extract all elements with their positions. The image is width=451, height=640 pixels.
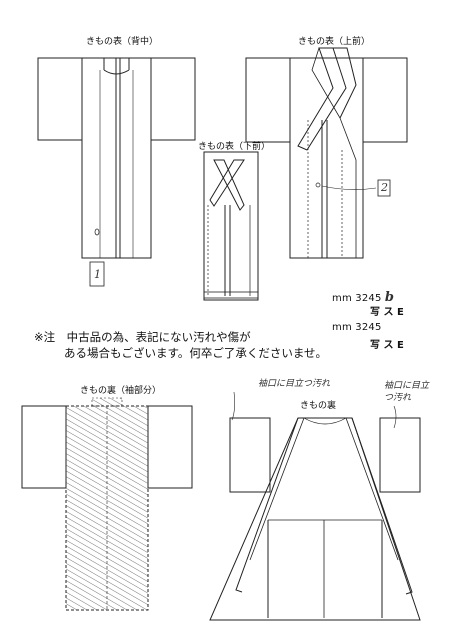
photo-code-1-number: mm 3245 bbox=[332, 293, 382, 304]
mark-box-2 bbox=[377, 179, 391, 197]
collar bbox=[213, 159, 245, 211]
okumi-edge bbox=[339, 117, 357, 258]
body-outline bbox=[289, 57, 364, 259]
handwritten-right-sleeve: 袖口に目立つ汚れ bbox=[384, 381, 430, 403]
photo-label-2: 写 ス E bbox=[370, 340, 404, 351]
label-front-upper: きもの表（上前） bbox=[298, 37, 371, 47]
kimono-lining-view bbox=[209, 391, 421, 621]
label-front-back: きもの表（背中） bbox=[86, 37, 159, 47]
photo-code-1-suffix: b bbox=[384, 290, 395, 305]
collar-hatch bbox=[91, 397, 123, 407]
kimono-front-upper-view bbox=[245, 47, 408, 259]
mark-1-label: 1 bbox=[94, 268, 101, 281]
body-outline bbox=[81, 57, 152, 259]
right-sleeve bbox=[150, 57, 196, 141]
hem bbox=[203, 291, 259, 299]
left-sleeve bbox=[37, 57, 83, 141]
stain-mark-2 bbox=[315, 182, 321, 188]
photo-label-1: 写 ス E bbox=[370, 307, 404, 318]
right-sleeve bbox=[362, 57, 408, 143]
note-line-2: ある場合もございます。何卒ご了承くださいませ。 bbox=[64, 346, 328, 360]
right-sleeve bbox=[379, 417, 421, 493]
left-sleeve bbox=[245, 57, 291, 143]
left-sleeve bbox=[21, 405, 67, 489]
photo-code-2: mm 3245 bbox=[332, 322, 382, 333]
kimono-back-view bbox=[37, 57, 196, 287]
kimono-front-under-view bbox=[203, 151, 259, 301]
handwritten-left-sleeve: 袖口に目立つ汚れ bbox=[258, 379, 331, 389]
label-back-lining: きもの裏 bbox=[300, 401, 337, 411]
right-sleeve bbox=[147, 405, 193, 489]
stain-mark-1 bbox=[94, 228, 100, 236]
mark-box-1 bbox=[89, 261, 105, 287]
left-sleeve bbox=[229, 417, 271, 493]
collar-right bbox=[351, 417, 413, 595]
note-line-1: ※注 中古品の為、表記にない汚れや傷が bbox=[34, 330, 251, 344]
kimono-lining-sleeve-view bbox=[21, 397, 193, 611]
label-back-sleeve: きもの裏（袖部分） bbox=[80, 386, 162, 396]
photo-code-1: mm 3245 b bbox=[332, 290, 394, 305]
body-outline bbox=[203, 151, 259, 301]
collar-left bbox=[235, 417, 299, 593]
label-front-under: きもの表（下前） bbox=[198, 142, 271, 152]
mark-2-label: 2 bbox=[381, 181, 388, 194]
lining-outline bbox=[209, 417, 421, 621]
